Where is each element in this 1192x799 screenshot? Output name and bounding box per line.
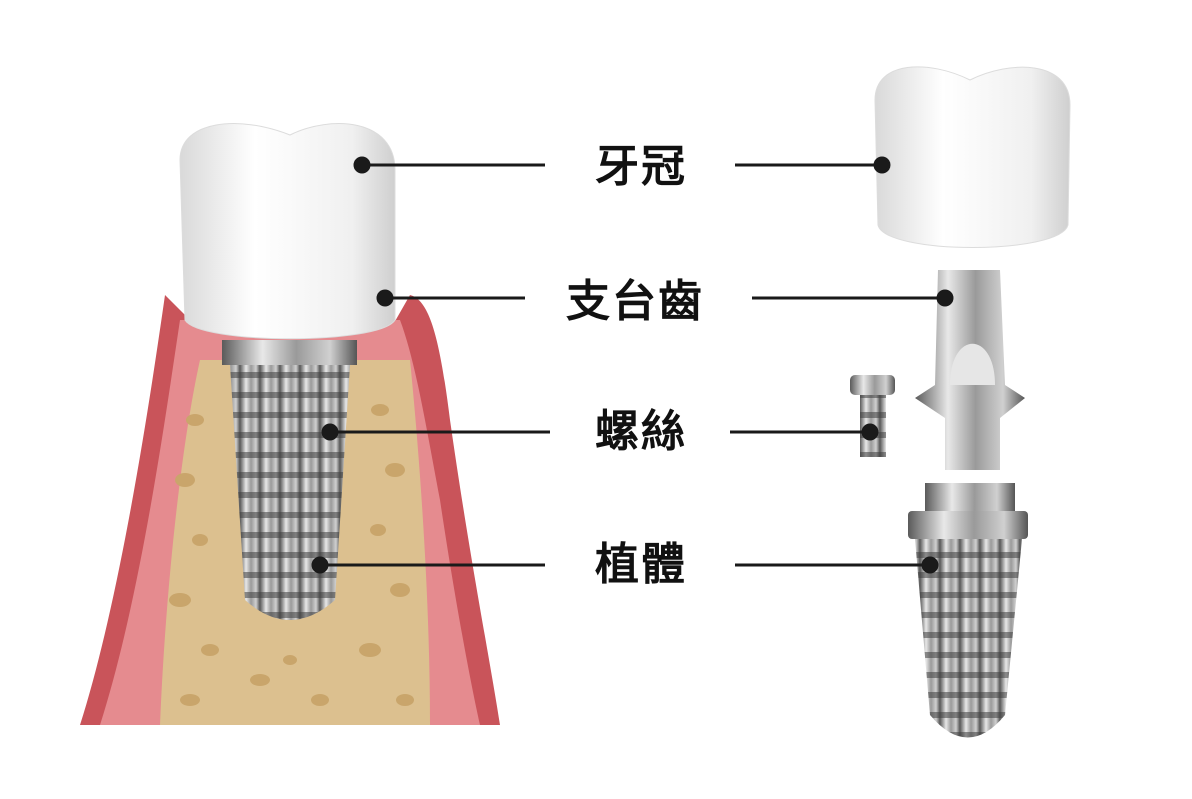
- abutment-window: [950, 343, 995, 385]
- implant-component-rim: [908, 511, 1028, 539]
- label-implant: 植體: [595, 539, 687, 590]
- leader-dot: [376, 289, 394, 307]
- implant-body: [230, 365, 350, 620]
- crown: [179, 123, 396, 340]
- leader-dot: [921, 556, 939, 574]
- assembled-implant-illustration: [80, 123, 500, 725]
- implant-component-body: [915, 539, 1022, 738]
- leader-dot: [936, 289, 954, 307]
- label-screw: 螺絲: [595, 406, 687, 457]
- implant-collar: [222, 340, 357, 365]
- leader-dot: [321, 423, 339, 441]
- label-crown: 牙冠: [595, 141, 687, 192]
- leader-dot: [311, 556, 329, 574]
- implant-component-collar: [925, 483, 1015, 511]
- leader-dot: [861, 423, 879, 441]
- leader-dot: [873, 156, 891, 174]
- crown-component: [874, 66, 1071, 248]
- screw-component: [850, 375, 895, 457]
- bone-spots: [169, 404, 414, 706]
- leader-dot: [353, 156, 371, 174]
- label-abutment: 支台齒: [566, 276, 704, 327]
